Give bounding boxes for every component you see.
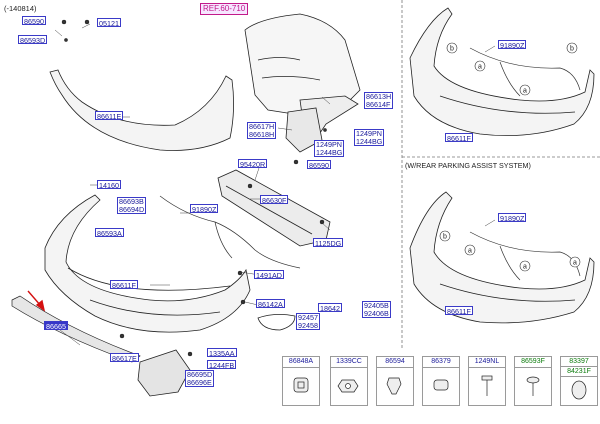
table-code: 1339CC	[330, 356, 368, 368]
callout-letter: b	[443, 234, 447, 241]
label-1249pn-1244bg-a[interactable]: 1249PN 1244BG	[314, 140, 345, 157]
label-86618h: 86618H	[249, 130, 275, 139]
bumper-cover-right-b	[409, 191, 595, 324]
label-86617h: 86617H	[249, 122, 275, 131]
label-18642[interactable]: 18642	[318, 303, 342, 313]
label-86611e[interactable]: 86611E	[95, 111, 124, 121]
sensor-wiring-left	[159, 195, 301, 269]
callout-circle	[519, 260, 531, 272]
label-86142a[interactable]: 86142A	[256, 299, 285, 309]
label-92405b: 92405B	[364, 301, 389, 310]
nut-icon	[337, 379, 359, 393]
lower-bracket	[137, 349, 191, 397]
table-code: 1249NL	[468, 356, 506, 368]
date-code: (-140814)	[4, 4, 37, 13]
callout-letter: a	[523, 88, 527, 95]
callout-circle	[569, 256, 581, 268]
label-1335aa[interactable]: 1335AA	[207, 348, 237, 358]
label-91890z[interactable]: 91890Z	[190, 204, 219, 214]
label-92457: 92457	[298, 313, 318, 322]
label-91890z-right-a[interactable]: 91890Z	[498, 40, 527, 50]
label-86695d-86696e[interactable]: 86695D 86696E	[185, 370, 215, 387]
label-92405b-92406b[interactable]: 92405B 92406B	[362, 301, 391, 318]
ref-link[interactable]: REF.60-710	[200, 3, 249, 15]
indicator-arrow	[27, 290, 46, 312]
callout-circle	[446, 42, 458, 54]
callout-letter: a	[478, 64, 482, 71]
label-1244bg: 1244BG	[356, 137, 383, 146]
bracket-center	[285, 107, 323, 153]
sensor-wiring-right-a	[469, 47, 581, 97]
label-1244fb[interactable]: 1244FB	[207, 360, 237, 370]
label-86693b-86694d[interactable]: 86693B 86694D	[117, 197, 147, 214]
clip-icon	[386, 377, 402, 395]
table-code: 86379	[422, 356, 460, 368]
label-14160[interactable]: 14160	[97, 180, 121, 190]
label-1249pn: 1249PN	[316, 140, 342, 149]
table-code: 86848A	[282, 356, 320, 368]
screw-icon	[481, 375, 493, 396]
label-1491ad[interactable]: 1491AD	[254, 270, 284, 280]
label-86630f[interactable]: 86630F	[260, 195, 289, 205]
label-1249pn-1244bg-b[interactable]: 1249PN 1244BG	[354, 129, 385, 146]
label-1244bg: 1244BG	[316, 148, 343, 157]
label-86693b: 86693B	[119, 197, 144, 206]
label-86590[interactable]: 86590	[22, 16, 46, 26]
label-91890z-right-b[interactable]: 91890Z	[498, 213, 527, 223]
label-92406b: 92406B	[364, 309, 389, 318]
callout-circle	[439, 230, 451, 242]
callout-letter: a	[523, 264, 527, 271]
hardware-marks	[61, 19, 327, 357]
label-86617e[interactable]: 86617E	[110, 353, 139, 363]
label-86614f: 86614F	[366, 100, 391, 109]
label-1125dg[interactable]: 1125DG	[313, 238, 344, 248]
label-86611f[interactable]: 86611F	[110, 280, 138, 290]
label-86613h-86614f[interactable]: 86613H 86614F	[364, 92, 394, 109]
callout-letter: a	[468, 248, 472, 255]
callout-circle	[519, 84, 531, 96]
label-92457-92458[interactable]: 92457 92458	[296, 313, 320, 330]
section-note: (W/REAR PARKING ASSIST SYSTEM)	[405, 161, 531, 170]
table-code: 86593F	[514, 356, 552, 368]
label-86613h: 86613H	[366, 92, 392, 101]
label-05121[interactable]: 05121	[97, 18, 121, 28]
label-92458: 92458	[298, 321, 318, 330]
callout-letter: b	[450, 46, 454, 53]
callout-letter: b	[570, 46, 574, 53]
label-86665-highlighted[interactable]: 86665	[44, 321, 68, 331]
bumper-cover-upper	[49, 69, 234, 151]
label-86694d: 86694D	[119, 205, 145, 214]
clip-icon	[293, 377, 309, 393]
plug-icon	[571, 380, 587, 400]
label-86590-b[interactable]: 86590	[307, 160, 331, 170]
callout-letter: a	[573, 260, 577, 267]
reflector	[257, 314, 296, 331]
label-86611f-right-a[interactable]: 86611F	[445, 133, 473, 143]
label-86696e: 86696E	[187, 378, 212, 387]
callout-circle	[464, 244, 476, 256]
label-86617h-86618h[interactable]: 86617H 86618H	[247, 122, 277, 139]
table-code: 86594	[376, 356, 414, 368]
rivet-icon	[526, 376, 540, 396]
label-86593d[interactable]: 86593D	[18, 35, 48, 45]
callout-circle	[474, 60, 486, 72]
label-95420r[interactable]: 95420R	[238, 159, 268, 169]
label-1249pn: 1249PN	[356, 129, 382, 138]
callout-circle	[566, 42, 578, 54]
bumper-cover-right-a	[409, 7, 595, 137]
label-86695d: 86695D	[187, 370, 213, 379]
label-86611f-right-b[interactable]: 86611F	[445, 306, 473, 316]
label-86593a[interactable]: 86593A	[95, 228, 124, 238]
table-code: 84231F	[560, 366, 598, 377]
pad-icon	[433, 379, 449, 391]
